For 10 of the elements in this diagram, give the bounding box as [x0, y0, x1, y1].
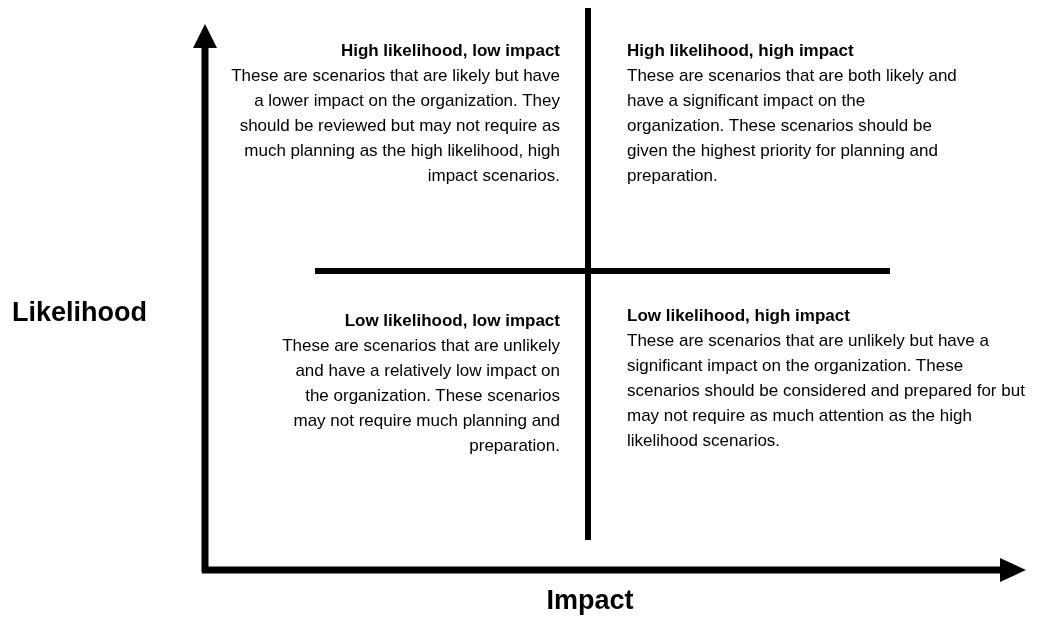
quadrant-heading: Low likelihood, low impact — [343, 310, 560, 332]
quadrant-heading: Low likelihood, high impact — [627, 305, 851, 327]
quadrant-description: These are scenarios that are unlikely and have a relatively low impact on the organization. These scenarios may not require much planning and preparation. — [281, 335, 560, 457]
quadrant-heading: High likelihood, high impact — [627, 40, 855, 62]
quadrant-description: These are scenarios that are likely but have a lower impact on the organization. They should be reviewed but may not require as much planning as the high likelihood, high impact scenarios. — [230, 65, 560, 187]
quadrant-heading: High likelihood, low impact — [339, 40, 560, 62]
quadrant-description: These are scenarios that are unlikely but have a significant impact on the organization. These scenarios should be considered and prepared for but may not require as much attention as the high likelihood scenarios. — [627, 330, 1026, 452]
axis-title: Impact — [545, 584, 635, 616]
quadrant-description: These are scenarios that are both likely and have a significant impact on the organization. These scenarios should be given the highest priority for planning and preparation. — [627, 65, 957, 187]
axis-title: Likelihood — [12, 296, 148, 328]
